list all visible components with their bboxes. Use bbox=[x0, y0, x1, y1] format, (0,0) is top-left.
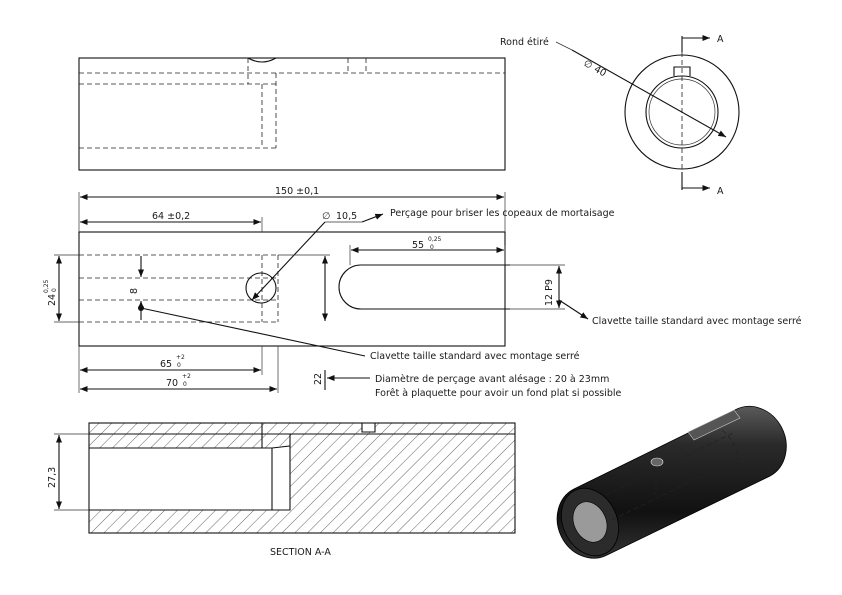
section-hatch-top bbox=[89, 423, 515, 448]
dim-depth-70: 70 bbox=[166, 378, 178, 389]
iso-keyway bbox=[687, 409, 741, 441]
dim-slot-position: 64 ±0,2 bbox=[152, 211, 190, 222]
bore-tol-lower: 0 bbox=[51, 288, 58, 292]
top-view bbox=[78, 57, 506, 171]
section-view: 27,3 SECTION A-A bbox=[47, 422, 516, 558]
dim-bore-diameter: 24 bbox=[47, 294, 58, 306]
diameter-leader bbox=[571, 49, 727, 138]
depth-70-tol-lower: 0 bbox=[183, 381, 187, 388]
iso-bore bbox=[572, 501, 608, 543]
iso-view bbox=[556, 406, 787, 559]
section-outline bbox=[88, 422, 516, 534]
diameter-symbol-hole: ∅ bbox=[322, 211, 330, 222]
keyway-slot bbox=[338, 264, 510, 310]
keyway-note: Clavette taille standard avec montage se… bbox=[592, 316, 802, 327]
section-hatch-bottom bbox=[89, 434, 515, 533]
slot-note-leader bbox=[140, 307, 366, 357]
keyway-note-leader bbox=[558, 299, 589, 320]
material-label: Rond étiré bbox=[500, 37, 549, 48]
dim-depth-65: 65 bbox=[160, 359, 172, 370]
top-view-notch-curve bbox=[247, 57, 277, 63]
main-view-outline bbox=[78, 231, 506, 347]
dim-slot-width: 8 bbox=[129, 288, 140, 294]
bore-tol-upper: 0,25 bbox=[43, 279, 50, 293]
chip-break-hole bbox=[245, 272, 277, 304]
depth-70-tol-upper: +2 bbox=[182, 373, 191, 380]
dim-overall-length: 150 ±0,1 bbox=[275, 186, 319, 197]
depth-65-tol-upper: +2 bbox=[176, 354, 185, 361]
end-view: A A Rond étiré ∅ 40 bbox=[500, 34, 740, 197]
iso-hole bbox=[650, 457, 664, 467]
drill-note-line1: Diamètre de perçage avant alésage : 20 à… bbox=[375, 374, 609, 385]
section-label: SECTION A-A bbox=[270, 547, 331, 558]
slot-note: Clavette taille standard avec montage se… bbox=[370, 351, 580, 362]
section-height-dim: 27,3 bbox=[47, 467, 58, 488]
drill-note-line2: Forêt à plaquette pour avoir un fond pla… bbox=[375, 388, 622, 399]
top-view-outline bbox=[78, 57, 506, 171]
section-mark-top: A bbox=[717, 34, 724, 45]
hole-leader bbox=[251, 221, 326, 301]
section-mark-bottom: A bbox=[717, 186, 724, 197]
end-view-diameter: 40 bbox=[592, 64, 608, 79]
keyway-length-tol-upper: 0,25 bbox=[428, 236, 442, 243]
keyway-length-tol-lower: 0 bbox=[430, 244, 434, 251]
main-view: 150 ±0,1 64 ±0,2 ∅ 10,5 Perçage pour bri… bbox=[43, 186, 802, 399]
dim-keyway-length: 55 bbox=[412, 240, 424, 251]
end-view-keyway bbox=[673, 66, 691, 76]
dim-22: 22 bbox=[313, 373, 324, 385]
diameter-symbol: ∅ bbox=[582, 58, 595, 72]
hole-note: Perçage pour briser les copeaux de morta… bbox=[390, 208, 615, 219]
dim-hole-diameter: 10,5 bbox=[336, 211, 357, 222]
dim-keyway-width: 12 P9 bbox=[544, 279, 555, 306]
depth-65-tol-lower: 0 bbox=[177, 362, 181, 369]
